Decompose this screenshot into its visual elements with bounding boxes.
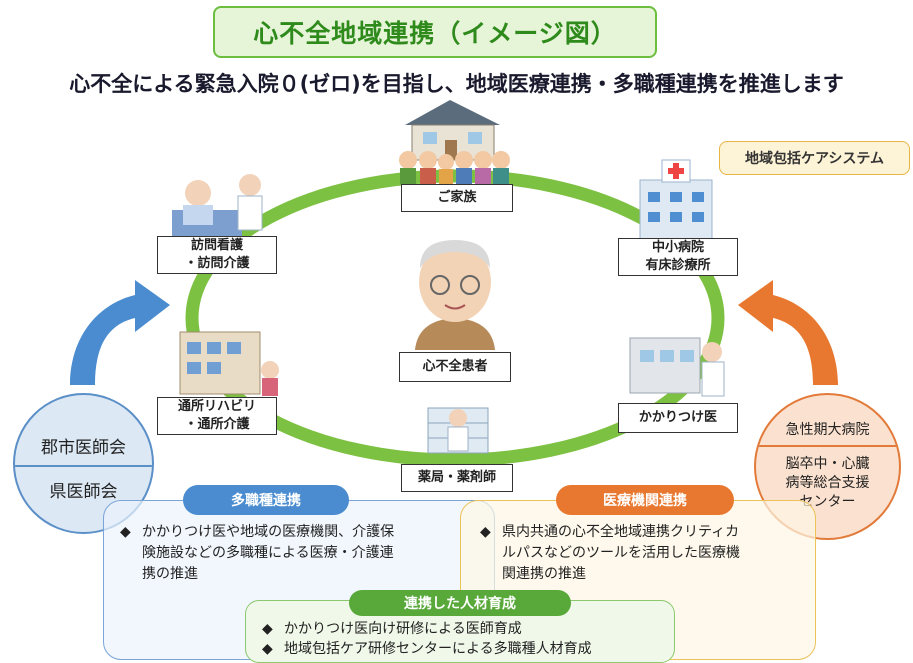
medical-institution-text: ◆ 県内共通の心不全地域連携クリティカ ルパスなどのツールを活用した医療機 関連携… [480, 522, 810, 585]
home-visit-icon [172, 174, 263, 238]
medical-line2: ルパスなどのツールを活用した医療機 [502, 545, 740, 561]
support-center-line1: 脳卒中・心臓 [785, 456, 870, 472]
node-home-visit: 訪問看護 ・訪問介護 [157, 236, 277, 274]
family-people-icon [399, 151, 510, 184]
multi-profession-text: ◆ かかりつけ医や地域の医療機関、介護保 険施設などの多職種による医療・介護連 携… [120, 522, 460, 585]
support-center-line3: センター [799, 494, 856, 510]
care-ring [185, 169, 725, 467]
blue-arrow-icon [70, 280, 170, 385]
node-rehab: 通所リハビリ ・通所介護 [157, 397, 277, 435]
support-center-label: 脳卒中・心臓 病等総合支援 センター [756, 455, 899, 512]
circle-divider [756, 445, 899, 447]
node-home-visit-line1: 訪問看護 [190, 238, 243, 253]
county-medical-association: 郡市医師会 [41, 438, 126, 458]
hospital-building-icon [639, 159, 713, 251]
house-icon [405, 100, 500, 161]
multi-profession-title: 多職種連携 [183, 485, 349, 515]
prefecture-medical-association: 県医師会 [49, 482, 118, 502]
training-text: ◆ かかりつけ医向け研修による医師育成 ◆ 地域包括ケア研修センターによる多職種人材… [262, 619, 672, 659]
training-item2: 地域包括ケア研修センターによる多職種人材育成 [284, 641, 592, 657]
page-subtitle: 心不全による緊急入院０(ゼロ)を目指し、地域医療連携・多職種連携を推進します [69, 72, 844, 96]
bullet-icon: ◆ [480, 524, 491, 540]
node-hospital: 中小病院 有床診療所 [618, 238, 738, 276]
elderly-patient-icon [415, 240, 495, 350]
node-family-doctor-label: かかりつけ医 [638, 410, 718, 425]
system-tag: 地域包括ケアシステム [719, 141, 910, 175]
medical-institution-title: 医療機関連携 [556, 485, 734, 515]
support-center-line2: 病等総合支援 [785, 475, 870, 491]
node-family-doctor: かかりつけ医 [618, 403, 738, 433]
multi-line2: 険施設などの多職種による医療・介護連 [142, 545, 394, 561]
node-rehab-line1: 通所リハビリ [177, 399, 256, 414]
node-home-visit-line2: ・訪問介護 [184, 256, 250, 271]
node-patient-label: 心不全患者 [422, 359, 488, 374]
multi-line1: かかりつけ医や地域の医療機関、介護保 [142, 524, 395, 540]
rehab-building-icon [179, 331, 279, 396]
pharmacy-icon [427, 407, 489, 454]
node-rehab-line2: ・通所介護 [184, 417, 250, 432]
multi-line3: 携の推進 [142, 566, 198, 582]
training-title: 連携した人材育成 [349, 590, 571, 616]
bullet-icon: ◆ [120, 524, 131, 540]
circle-divider [15, 465, 152, 467]
acute-hospital-label: 急性期大病院 [785, 422, 870, 438]
orange-arrow-icon [738, 280, 838, 385]
node-pharmacy-label: 薬局・薬剤師 [417, 470, 496, 485]
node-hospital-line1: 中小病院 [651, 240, 704, 255]
node-hospital-line2: 有床診療所 [645, 258, 711, 273]
node-family: ご家族 [401, 184, 513, 212]
medical-line1: 県内共通の心不全地域連携クリティカ [502, 524, 740, 540]
page-title: 心不全地域連携（イメージ図） [213, 6, 657, 58]
node-family-label: ご家族 [437, 190, 477, 205]
medical-line3: 関連携の推進 [502, 566, 586, 582]
bullet-icon: ◆ [262, 641, 273, 657]
clinic-building-icon [629, 337, 725, 397]
node-pharmacy: 薬局・薬剤師 [401, 464, 513, 492]
training-item1: かかりつけ医向け研修による医師育成 [284, 621, 522, 637]
bullet-icon: ◆ [262, 621, 273, 637]
node-patient: 心不全患者 [399, 352, 511, 382]
